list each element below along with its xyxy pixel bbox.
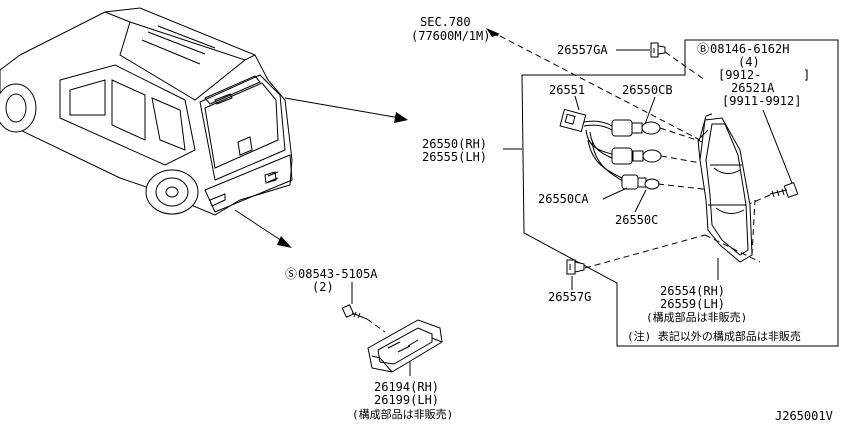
bulb-cb-label: 26550CB: [622, 83, 673, 97]
screw-symbol-ring: Ⓢ: [285, 267, 297, 281]
rear-footnote: (注) 表記以外の構成部品は非販売: [627, 329, 801, 343]
vehicle-illustration: [0, 7, 293, 216]
socket-harness: [559, 108, 639, 190]
pointer-arrows: [234, 97, 408, 248]
bolt: [769, 182, 799, 198]
bulb-mid: [632, 149, 662, 163]
grommet-bottom: [566, 259, 585, 275]
lens-rh-label: 26554(RH): [660, 284, 725, 298]
side-lamp-lh-label: 26199(LH): [374, 393, 439, 407]
grommet-top-label: 26557GA: [557, 43, 608, 57]
rear-lamp-group: 26550(RH) 26555(LH) 26557GA Ⓑ 08146-6162…: [422, 39, 839, 347]
section-reference: SEC.780 (77600M/1M): [411, 15, 500, 43]
screw: [341, 304, 368, 320]
grommet-top: [650, 42, 666, 58]
bolt-qty: (4): [738, 55, 760, 69]
bolt-number: 08146-6162H: [710, 42, 789, 56]
screw-number: 08543-5105A: [298, 267, 378, 281]
side-lamp-group: Ⓢ 08543-5105A (2) 26194(RH) 26199(LH) (構…: [285, 267, 453, 421]
sec-code: SEC.780: [420, 15, 471, 29]
diagram-code: J265001V: [775, 409, 833, 423]
grommet-bottom-label: 26557G: [548, 290, 591, 304]
bolt-range-end: ]: [803, 68, 810, 82]
bolt-alt: 26521A: [731, 81, 775, 95]
lens-lh-label: 26559(LH): [660, 297, 725, 311]
main-lh-label: 26555(LH): [422, 150, 487, 164]
screw-qty: (2): [312, 280, 334, 294]
bolt-range: [9912-: [718, 68, 761, 82]
bulb-c-label: 26550C: [615, 213, 658, 227]
socket-label: 26551: [549, 83, 585, 97]
bulb-c: [637, 177, 660, 190]
sec-sub: (77600M/1M): [411, 29, 490, 43]
tail-lamp-body: [697, 113, 753, 263]
bolt-symbol-ring: Ⓑ: [697, 42, 709, 56]
side-lamp-rh-label: 26194(RH): [374, 380, 439, 394]
bulb-cb: [631, 121, 661, 135]
side-lamp-note: (構成部品は非販売): [352, 407, 453, 421]
bulb-ca-label: 26550CA: [538, 192, 589, 206]
side-marker-lamp: [367, 319, 443, 373]
lens-note: (構成部品は非販売): [646, 310, 747, 324]
bolt-alt-range: [9911-9912]: [722, 94, 801, 108]
main-rh-label: 26550(RH): [422, 137, 487, 151]
